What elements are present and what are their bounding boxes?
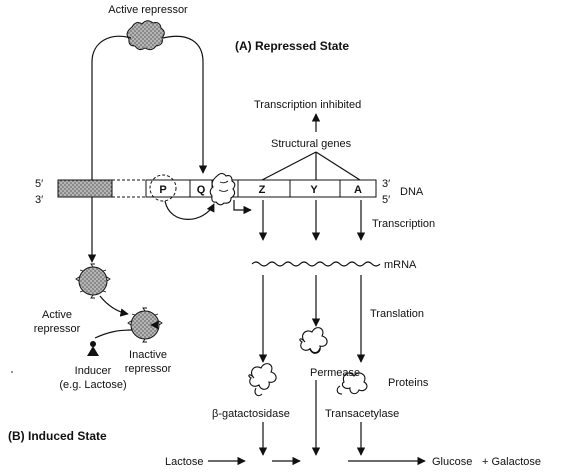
- beta-gal-protein: [248, 363, 277, 397]
- active-repressor-left-1: Active: [42, 309, 72, 321]
- active-repressor-top-label: Active repressor: [108, 4, 188, 16]
- gene-z: Z: [259, 184, 266, 196]
- translation-label: Translation: [370, 308, 424, 320]
- dna-regulator-segment: [57, 179, 113, 198]
- active-repressor-left: [75, 263, 111, 299]
- transacetylase-protein: [336, 372, 368, 395]
- strand-3-left: 3′: [35, 194, 43, 206]
- structural-genes-label: Structural genes: [271, 138, 352, 150]
- transcription-label: Transcription: [372, 218, 435, 230]
- gene-a: A: [354, 184, 362, 196]
- inducer-label-1: Inducer: [75, 365, 112, 377]
- proteins-label: Proteins: [388, 377, 429, 389]
- mrna-wave: [251, 261, 381, 267]
- inducer-to-inactive-line: [94, 329, 133, 339]
- gene-q: Q: [197, 184, 206, 196]
- transcription-inhibited-label: Transcription inhibited: [254, 99, 361, 111]
- inducer-icon: [87, 341, 99, 356]
- sg-line-a: [315, 151, 361, 181]
- inducer-label-2: (e.g. Lactose): [59, 379, 126, 391]
- transcription-start-arrow: [233, 200, 252, 215]
- active-repressor-left-2: repressor: [34, 323, 81, 335]
- repressor-loop-left: [91, 35, 132, 180]
- state-b-title: (B) Induced State: [8, 429, 107, 443]
- transacetylase-label: Transacetylase: [325, 408, 399, 420]
- strand-5-right: 5′: [382, 194, 390, 206]
- dna-operon-segment: [145, 179, 377, 198]
- state-a-title: (A) Repressed State: [235, 39, 349, 53]
- repressor-to-inactive-arrow: [99, 295, 129, 317]
- gene-p: P: [159, 184, 166, 196]
- dna-label: DNA: [400, 186, 424, 198]
- beta-gal-label: β-gatactosidase: [212, 408, 290, 420]
- galactose-label: + Galactose: [482, 456, 541, 468]
- strand-5-left: 5′: [35, 178, 43, 190]
- glucose-label: Glucose: [432, 456, 472, 468]
- gene-y: Y: [310, 184, 318, 196]
- inactive-repressor-label-2: repressor: [125, 363, 172, 375]
- rna-polymerase-shape: [209, 172, 236, 206]
- inactive-repressor-label-1: Inactive: [129, 349, 167, 361]
- inactive-repressor-shape: [127, 307, 163, 343]
- sg-line-z: [261, 151, 317, 181]
- promoter-to-polymerase-arrow: [164, 200, 215, 220]
- promoter-dashed-circle: [149, 174, 177, 202]
- lactose-label: Lactose: [165, 456, 204, 468]
- active-repressor-top-shape: [126, 20, 165, 51]
- permease-label: Permease: [310, 367, 360, 379]
- strand-3-right: 3′: [382, 178, 390, 190]
- mrna-label: mRNA: [384, 259, 417, 271]
- permease-protein: [299, 327, 328, 354]
- repressor-loop-right: [162, 35, 208, 174]
